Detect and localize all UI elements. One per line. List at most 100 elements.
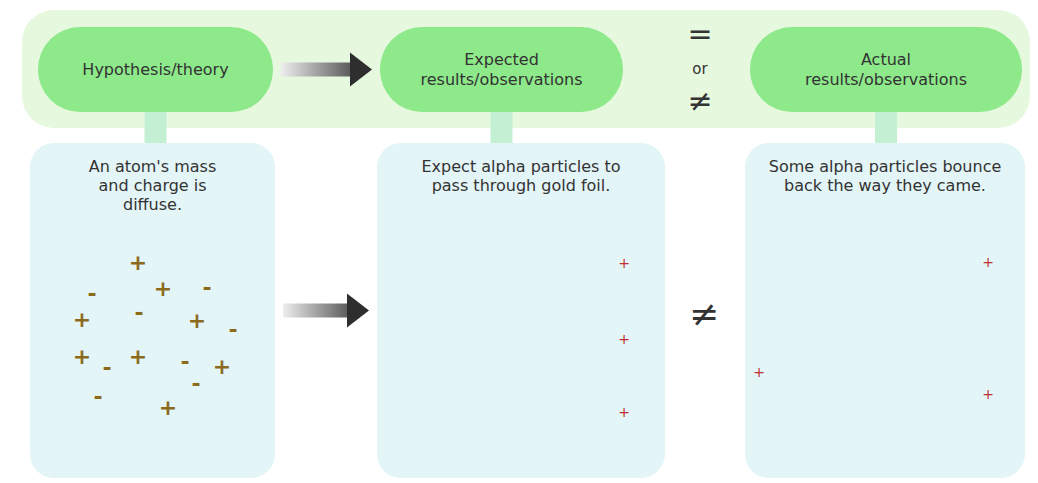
charge-sign: - [93,386,102,408]
alpha-particles [762,267,1000,408]
link-band [145,112,167,143]
charge-sign: + [154,276,172,301]
alpha-path [418,409,512,411]
charge-sign: + [159,395,177,420]
stage-panel: An atom's mass and charge is diffuse. [30,143,275,478]
charge-sign: + [154,278,172,300]
heading-pill: Actual results/observations [750,27,1022,112]
charge-sign: - [202,277,211,299]
charge-sign: - [228,319,237,341]
not-equal-sign: ≠ [687,83,712,118]
charge-sign: + [188,308,206,333]
alpha-charge: + [753,364,765,380]
alpha-particle [627,268,636,277]
top-band [22,10,1030,128]
alpha-path [882,403,990,410]
alpha-path [770,358,876,381]
gold-foil [876,262,888,454]
alpha-path [882,273,990,302]
heading-text: Hypothesis/theory [82,60,228,79]
charge-sign: - [134,300,143,325]
charge-sign: - [191,371,200,396]
charge-sign: + [159,397,177,419]
alpha-particles [627,268,636,426]
gold-foil [510,262,522,454]
alpha-particle [627,417,636,426]
arrow-shaft [283,304,348,318]
description-text: Expect alpha particles to pass through g… [421,157,621,195]
description-text: An atom's mass and charge is diffuse. [73,157,233,215]
charge-sign: + [188,310,206,332]
link-band [886,112,887,143]
alpha-charge: + [982,254,994,270]
link-band [875,112,897,143]
alpha-particle [762,378,771,387]
charge-sign: - [180,351,189,373]
link-band [501,112,502,143]
flow-arrow [283,294,369,328]
charge-sign: + [213,354,231,379]
charge-sign: - [87,283,96,305]
charge-sign: - [202,275,211,300]
charge-sign: - [93,384,102,409]
alpha-charge: + [618,404,630,420]
arrow-head [347,294,369,328]
equals-sign: = [687,16,712,51]
alpha-path [418,301,512,303]
alpha-charge: + [618,256,630,270]
charge-sign: - [102,357,111,379]
alpha-path [516,410,626,420]
charge-sign: - [191,373,200,395]
alpha-path [786,301,878,303]
equals-sign: = [687,19,712,49]
alpha-path [786,409,878,411]
charge-sign: + [213,356,231,378]
alpha-path [516,273,626,302]
charge-sign: + [73,346,91,368]
not-equal-sign: ≠ [689,296,719,332]
alpha-particle [991,399,1000,408]
charge-sign: - [134,302,143,324]
charge-sign: - [102,355,111,380]
alpha-charge: + [982,386,994,402]
charge-sign: + [129,344,147,369]
charge-sign: + [129,250,147,275]
charge-sign: + [73,344,91,369]
alpha-charge: + [618,405,630,419]
description-text: Some alpha particles bounce back the way… [765,157,1005,195]
alpha-path [786,357,876,359]
alpha-particle [627,344,636,353]
heading-text: Actual results/observations [779,50,994,88]
alpha-path [418,357,512,359]
alpha-charge: + [618,332,630,346]
charge-sign: + [129,252,147,274]
flow-arrow [281,53,372,87]
charge-sign: - [228,317,237,342]
heading-pill: Expected results/observations [380,27,623,112]
or-word: or [692,62,707,77]
stage-panel: Expect alpha particles to pass through g… [377,143,665,478]
alpha-charge: + [618,255,630,271]
alpha-charge: + [982,387,994,401]
not-equal-sign: ≠ [689,293,719,334]
alpha-charge: + [753,365,765,379]
alpha-charge: + [618,331,630,347]
arrow-head [350,53,372,87]
link-band [491,112,513,143]
charge-sign: - [180,349,189,374]
arrow-shaft [281,63,351,77]
alpha-charge: + [982,255,994,269]
charge-sign: + [129,346,147,368]
charge-sign: + [73,307,91,332]
atom-sphere [50,233,254,437]
charge-sign: + [73,309,91,331]
alpha-particle [991,267,1000,276]
link-band [155,112,156,143]
heading-pill: Hypothesis/theory [38,27,273,112]
not-equal-sign: ≠ [687,86,712,116]
